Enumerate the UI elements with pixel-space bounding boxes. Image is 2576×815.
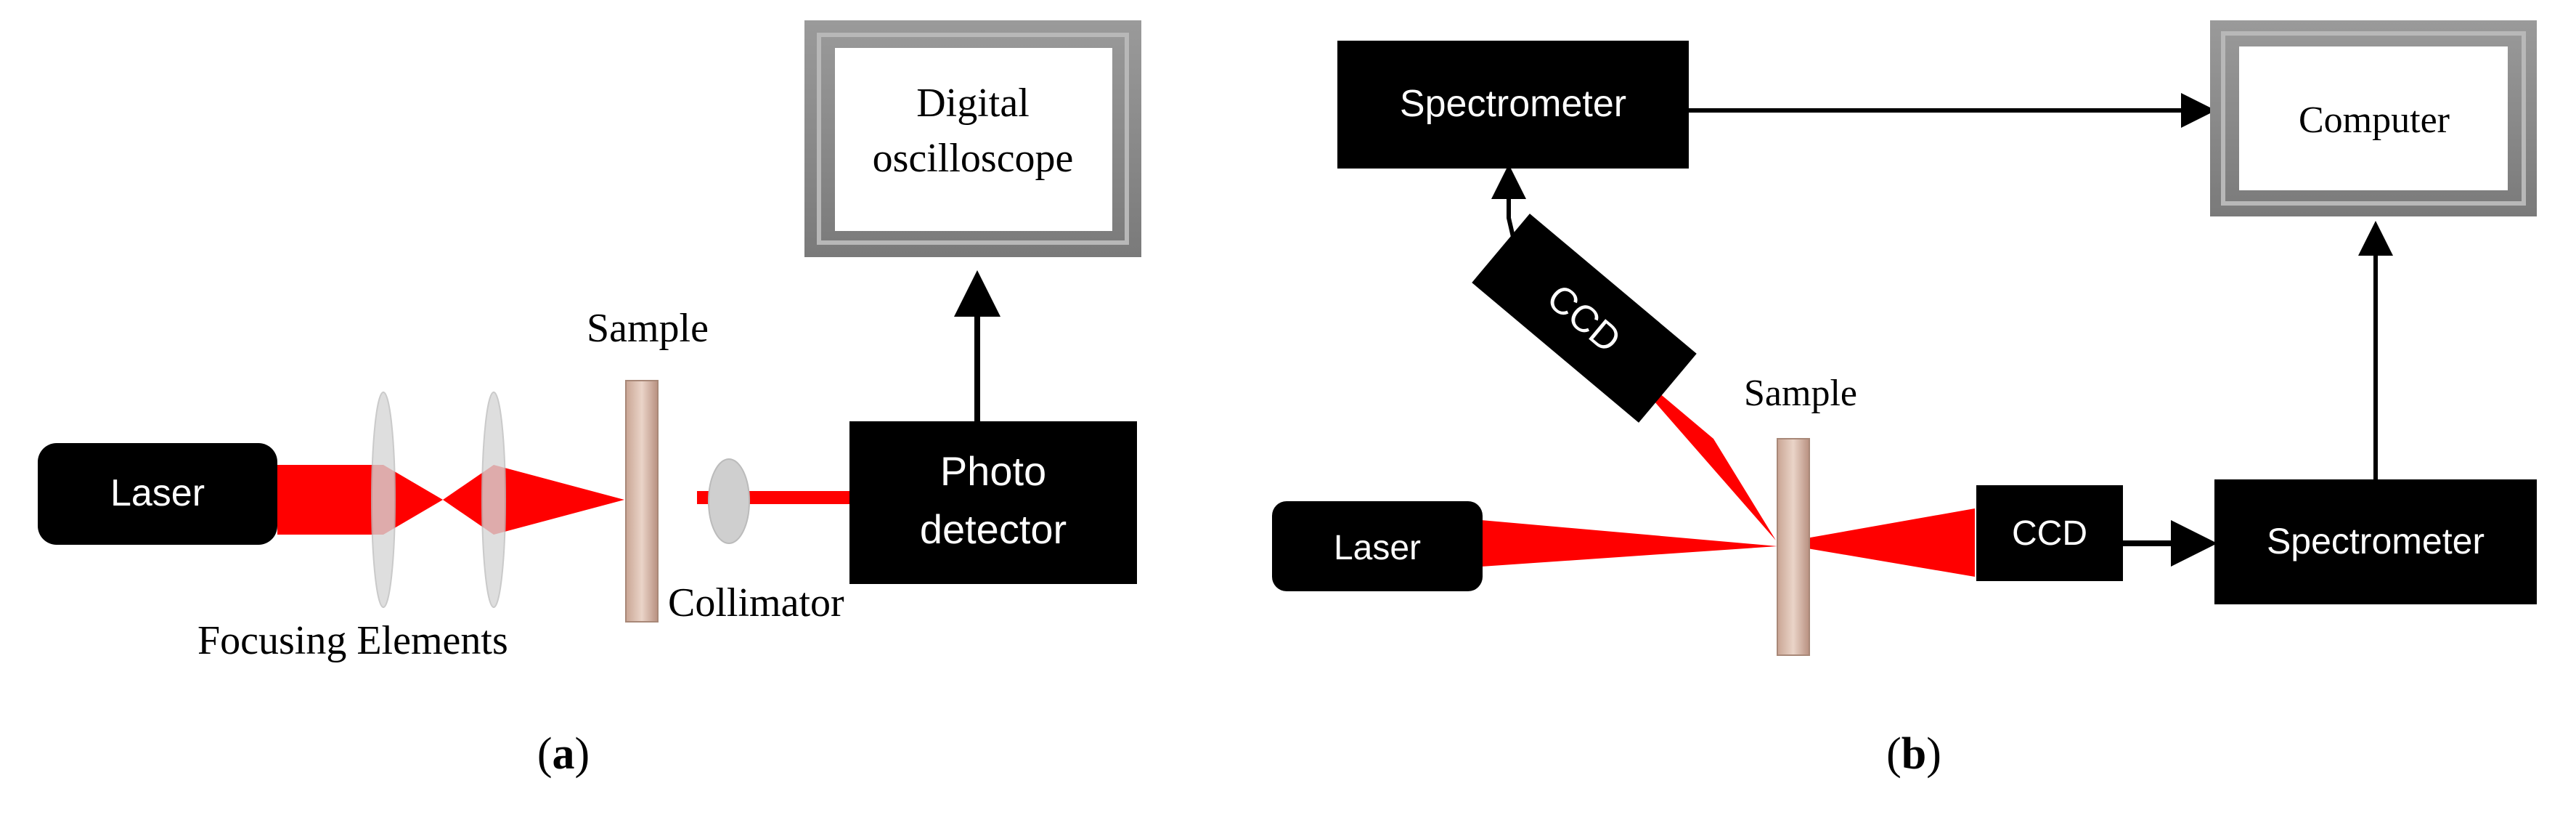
caption-a-open: ( [537, 729, 553, 779]
panel-b: Spectrometer Computer CCD Laser [1272, 20, 2537, 779]
sample-b [1777, 438, 1810, 656]
ccd-b-label: CCD [2012, 514, 2087, 553]
ccd-tilted: CCD [1472, 214, 1697, 423]
scope-label-line1: Digital [916, 81, 1030, 126]
caption-b-close: ) [1926, 729, 1941, 779]
ccd-b: CCD [1976, 485, 2123, 581]
panel-a: Laser Photo detector Digital o [38, 20, 1141, 779]
spectrometer-top: Spectrometer [1337, 41, 1689, 169]
sample-a-label: Sample [587, 306, 709, 351]
detector-label-line2: detector [920, 506, 1067, 552]
sample-a [625, 380, 659, 623]
laser-beam-a [277, 465, 857, 535]
caption-a-close: ) [575, 729, 590, 779]
scope-label-line2: oscilloscope [873, 136, 1074, 181]
caption-a: (a) [537, 729, 590, 779]
computer-label: Computer [2299, 100, 2450, 141]
laser-a: Laser [38, 443, 277, 545]
spectrometer-right: Spectrometer [2214, 479, 2537, 604]
caption-b: (b) [1886, 729, 1941, 779]
collimator-label: Collimator [668, 580, 844, 625]
computer: Computer [2210, 20, 2537, 216]
laser-b-label: Laser [1334, 529, 1421, 567]
caption-b-letter: b [1902, 729, 1926, 779]
transmitted-beam [1777, 508, 1975, 577]
collimator-lens [708, 458, 750, 544]
laser-b: Laser [1272, 501, 1483, 591]
focusing-lens-1 [371, 392, 396, 608]
incident-beam [1481, 520, 1777, 567]
photo-detector: Photo detector [849, 421, 1137, 584]
focusing-lens-2 [481, 392, 506, 608]
spectrometer-right-label: Spectrometer [2267, 521, 2485, 561]
detector-label-line1: Photo [940, 448, 1046, 494]
spectrometer-top-label: Spectrometer [1400, 83, 1626, 125]
caption-a-letter: a [553, 729, 575, 779]
digital-oscilloscope: Digital oscilloscope [804, 20, 1141, 257]
caption-b-open: ( [1886, 729, 1902, 779]
sample-b-label: Sample [1744, 373, 1857, 414]
focusing-elements-label: Focusing Elements [197, 618, 508, 663]
laser-a-label: Laser [110, 472, 205, 514]
